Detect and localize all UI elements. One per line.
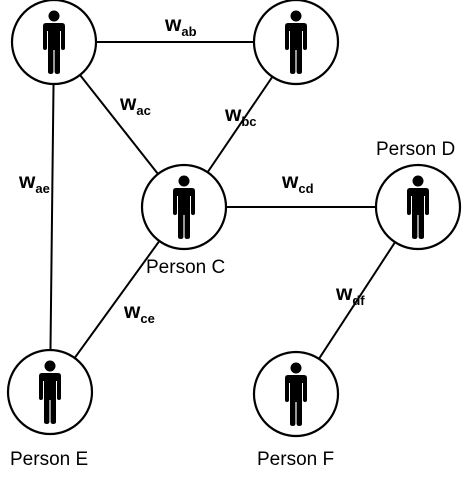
node-person-e: Person E bbox=[6, 348, 94, 470]
weights-layer: wab wac wbc wae wcd wce wdf bbox=[18, 13, 365, 326]
edges-layer bbox=[49, 41, 419, 395]
node-person-d: Person D bbox=[374, 139, 462, 251]
edge-weight-ce: wce bbox=[123, 300, 155, 326]
node-person-c: Person C bbox=[140, 163, 228, 278]
edge-weight-bc: wbc bbox=[224, 103, 257, 129]
node-person-f: Person F bbox=[252, 350, 340, 470]
edge-weight-ab: wab bbox=[164, 13, 197, 39]
node-label-d: Person D bbox=[376, 139, 455, 160]
node-person-b bbox=[252, 0, 340, 86]
node-label-e: Person E bbox=[10, 449, 88, 470]
node-label-c: Person C bbox=[146, 257, 225, 278]
nodes-layer: Person C Person D Person E Person F bbox=[6, 0, 462, 470]
edge-ae bbox=[49, 41, 55, 393]
edge-weight-ac: wac bbox=[119, 92, 151, 118]
edge-weight-df: wdf bbox=[335, 282, 365, 308]
edge-weight-cd: wcd bbox=[281, 170, 314, 196]
node-person-a bbox=[10, 0, 98, 86]
node-label-f: Person F bbox=[257, 449, 334, 470]
edge-weight-ae: wae bbox=[18, 170, 50, 196]
